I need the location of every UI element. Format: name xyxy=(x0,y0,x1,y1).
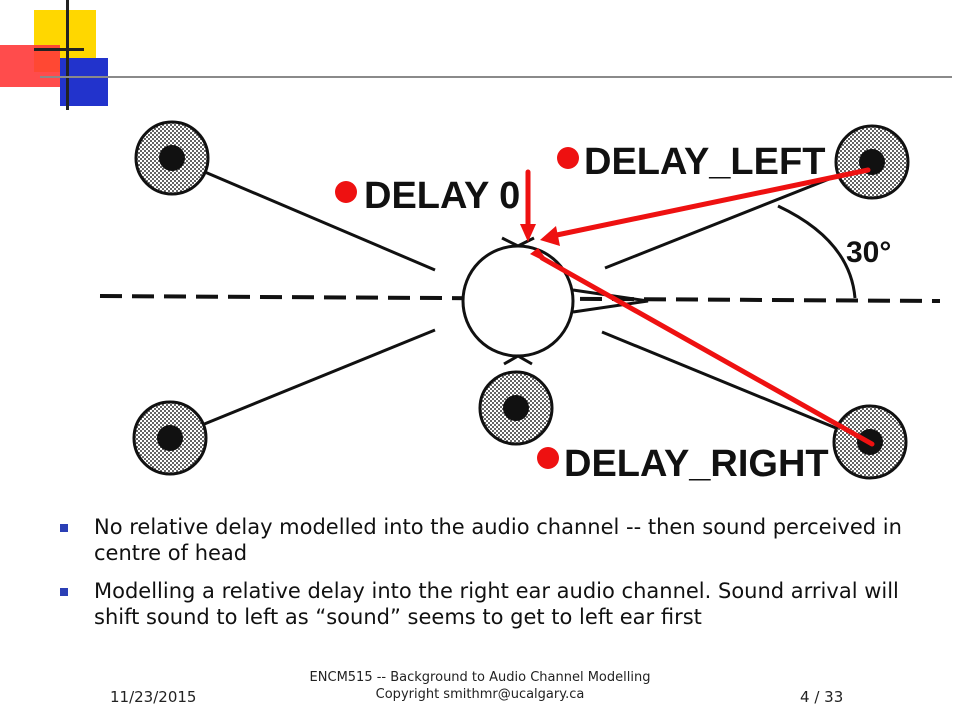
footer-copyright-line: Copyright smithmr@ucalgary.ca xyxy=(375,687,585,702)
bullet-text: Modelling a relative delay into the righ… xyxy=(94,579,899,629)
listener-nose xyxy=(572,288,649,314)
footer-date: 11/23/2015 xyxy=(110,688,197,706)
bullet-item: Modelling a relative delay into the righ… xyxy=(60,578,940,630)
page-current: 4 xyxy=(800,688,810,706)
speaker-top-right xyxy=(834,124,910,200)
listener-ear-top xyxy=(501,236,535,248)
delay-left-label: DELAY_LEFT xyxy=(584,141,825,183)
speaker-diagram-svg: 30° xyxy=(99,120,941,485)
bullet-list: No relative delay modelled into the audi… xyxy=(60,514,940,642)
delay-right-label: DELAY_RIGHT xyxy=(564,443,829,485)
bullet-square-icon xyxy=(60,588,68,596)
listener-ear-bottom xyxy=(503,354,533,366)
speaker-bottom-center xyxy=(478,370,554,446)
listener-head xyxy=(461,244,575,358)
arrow-delay-0-head xyxy=(520,224,536,242)
delay-right-dot xyxy=(537,447,559,469)
arrow-delay-left xyxy=(549,167,871,239)
page-separator: / xyxy=(814,688,820,706)
delay-arrows xyxy=(520,167,875,447)
arrow-delay-right-head xyxy=(530,248,550,264)
delay-0-label: DELAY 0 xyxy=(364,175,520,217)
delay-0-dot xyxy=(335,181,357,203)
footer-course-line: ENCM515 -- Background to Audio Channel M… xyxy=(309,670,651,685)
page-total: 33 xyxy=(824,688,844,706)
speaker-line-top-left xyxy=(171,156,436,272)
arrow-delay-right xyxy=(539,255,875,447)
slide-logo-decoration xyxy=(0,0,120,110)
arrow-delay-left-head xyxy=(540,226,560,246)
header-rule xyxy=(40,76,952,78)
footer-center: ENCM515 -- Background to Audio Channel M… xyxy=(280,669,680,703)
speaker-line-bottom-left xyxy=(169,328,436,440)
angle-arc xyxy=(777,204,857,299)
bullet-square-icon xyxy=(60,524,68,532)
bullet-item: No relative delay modelled into the audi… xyxy=(60,514,940,566)
speaker-bottom-left xyxy=(132,400,208,476)
angle-label: 30° xyxy=(846,236,891,269)
bullet-text: No relative delay modelled into the audi… xyxy=(94,515,902,565)
speaker-diagram: 30° xyxy=(90,120,948,498)
delay-left-dot xyxy=(557,147,579,169)
speaker-top-left xyxy=(134,120,210,196)
footer-page-number: 4 / 33 xyxy=(800,688,843,706)
speaker-line-bottom-right xyxy=(601,330,871,444)
